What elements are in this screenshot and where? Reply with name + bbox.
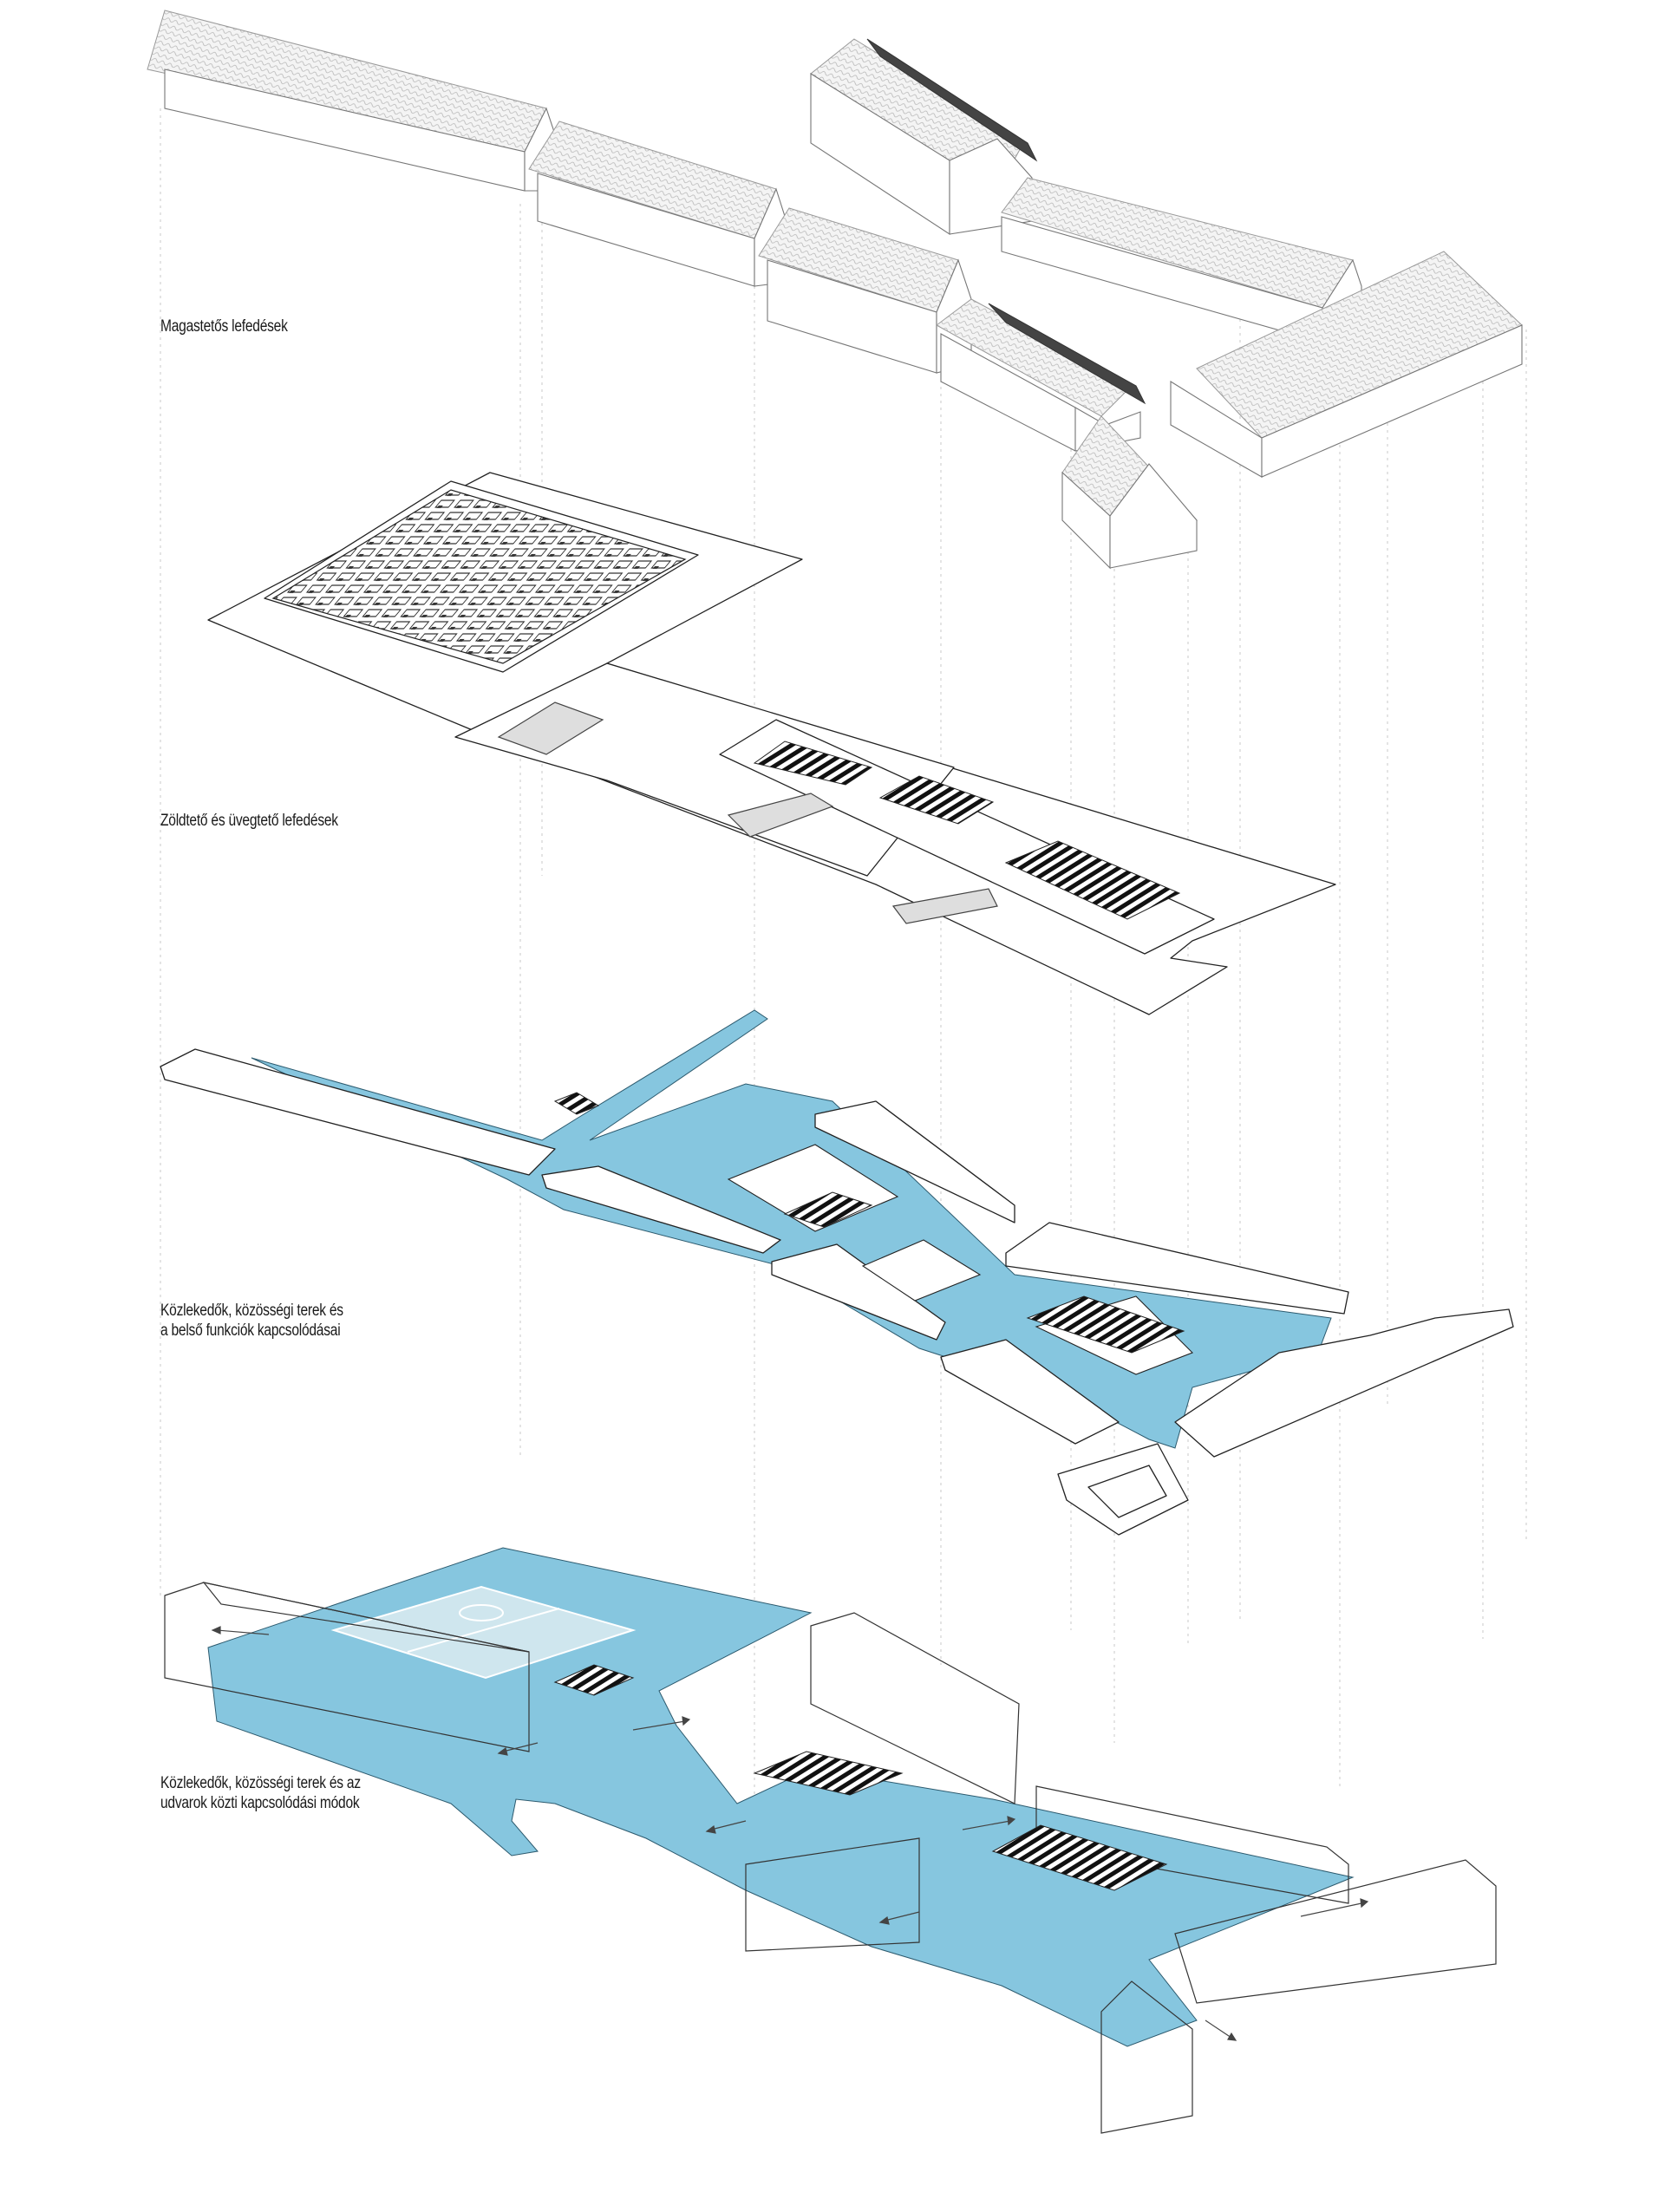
label-circulation-courtyards: Közlekedők, közösségi terek és az udvaro… <box>160 1774 361 1812</box>
layer-circulation-courtyards <box>164 1547 1497 2134</box>
layer-green-glass-roofs <box>207 472 1336 1015</box>
layer-pitched-roofs <box>147 10 1523 570</box>
label-circulation-internal: Közlekedők, közösségi terek és a belső f… <box>160 1302 343 1340</box>
label-pitched-roofs: Magastetős lefedések <box>160 317 288 336</box>
label-green-glass-roofs: Zöldtető és üvegtető lefedések <box>160 812 338 830</box>
layer-circulation-internal <box>160 1009 1514 1536</box>
connection-arrows <box>211 1626 1369 2041</box>
